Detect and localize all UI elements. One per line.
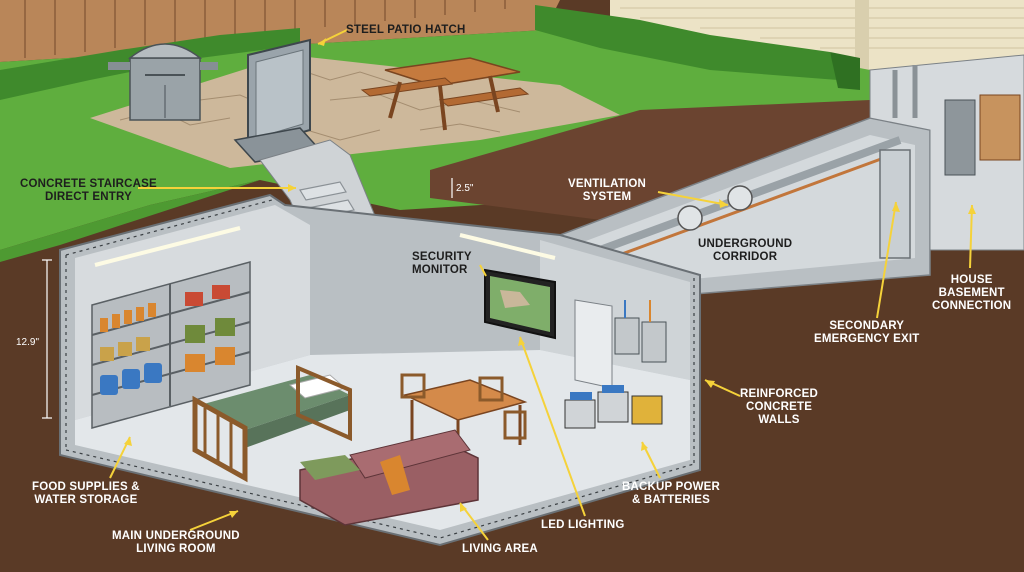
label-food-supplies: FOOD SUPPLIES & WATER STORAGE <box>32 481 140 507</box>
label-concrete-staircase: CONCRETE STAIRCASE DIRECT ENTRY <box>20 178 157 204</box>
label-line: MAIN UNDERGROUND <box>112 530 240 542</box>
label-ventilation-system: VENTILATION SYSTEM <box>568 178 646 204</box>
label-backup-power: BACKUP POWER & BATTERIES <box>622 481 720 507</box>
label-line: CONCRETE <box>745 401 813 413</box>
label-line: CONNECTION <box>932 300 1012 312</box>
underground-corridor <box>558 117 931 301</box>
house-basement <box>869 54 1024 251</box>
label-line: LIVING ROOM <box>136 543 216 555</box>
bbq-grill <box>108 43 218 121</box>
depth-dimension-label: 12.9" <box>16 337 40 348</box>
label-steel-patio-hatch: STEEL PATIO HATCH <box>346 24 465 37</box>
cover-dimension-label: 2.5" <box>456 183 474 194</box>
label-line: SECURITY <box>412 251 472 263</box>
label-security-monitor: SECURITY MONITOR <box>412 251 472 277</box>
label-line: CORRIDOR <box>712 251 778 263</box>
bed <box>192 364 352 483</box>
label-line: DIRECT ENTRY <box>44 191 132 203</box>
label-line: LED LIGHTING <box>541 519 625 531</box>
label-line: HOUSE <box>950 274 993 286</box>
label-line: FOOD SUPPLIES & <box>32 481 140 493</box>
label-house-basement-connection: HOUSE BASEMENT CONNECTION <box>932 274 1011 313</box>
label-living-area: LIVING AREA <box>462 543 538 556</box>
label-line: BACKUP POWER <box>622 481 721 493</box>
steel-hatch <box>233 38 322 163</box>
power-system <box>564 300 667 429</box>
label-led-lighting: LED LIGHTING <box>541 519 625 532</box>
picnic-table <box>360 57 530 131</box>
label-line: WATER STORAGE <box>34 494 138 506</box>
label-line: EMERGENCY EXIT <box>814 333 920 345</box>
label-secondary-emergency-exit: SECONDARY EMERGENCY EXIT <box>814 320 919 346</box>
label-underground-corridor: UNDERGROUND CORRIDOR <box>698 238 792 264</box>
doorway <box>574 299 613 389</box>
label-line: STEEL PATIO HATCH <box>346 24 466 36</box>
label-line: SECONDARY <box>829 320 905 332</box>
house-wall <box>610 0 1024 70</box>
depth-dimension-line <box>42 259 52 419</box>
label-line: REINFORCED <box>740 388 819 400</box>
label-line: LIVING AREA <box>462 543 538 555</box>
soil-edge <box>430 100 870 225</box>
callout-arrowheads <box>124 38 976 518</box>
label-line: CONCRETE STAIRCASE <box>20 178 157 190</box>
label-line: & BATTERIES <box>632 494 711 506</box>
label-reinforced-concrete-walls: REINFORCED CONCRETE WALLS <box>740 388 818 427</box>
label-line: MONITOR <box>412 264 468 276</box>
storage-shelves <box>91 261 251 429</box>
label-line: BASEMENT <box>938 287 1005 299</box>
label-line: SYSTEM <box>582 191 632 203</box>
sofa <box>299 429 479 526</box>
label-line: UNDERGROUND <box>698 238 793 250</box>
label-line: WALLS <box>758 414 800 426</box>
label-line: VENTILATION <box>568 178 647 190</box>
callout-leaders <box>109 29 973 541</box>
security-monitor-screen <box>484 268 556 340</box>
label-main-underground-living-room: MAIN UNDERGROUND LIVING ROOM <box>112 530 240 556</box>
